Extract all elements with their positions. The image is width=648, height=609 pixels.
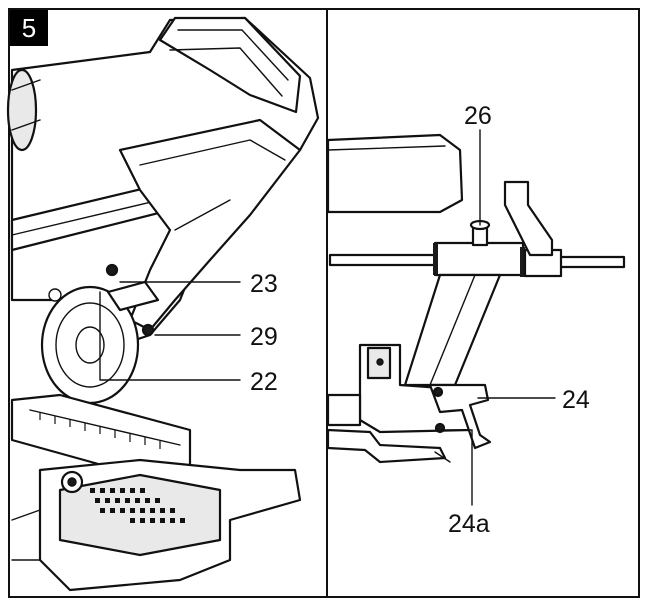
callout-22: 22 — [250, 368, 278, 396]
pivot-arm — [118, 118, 302, 332]
carry-handle — [158, 16, 302, 114]
leader-22 — [99, 291, 241, 381]
leader-24a — [439, 429, 473, 506]
rear-rail — [328, 253, 440, 267]
motor-end — [6, 68, 38, 152]
upright-bracket — [503, 180, 554, 257]
bevel-lock-knob — [106, 280, 160, 312]
scale-ticks — [39, 412, 161, 449]
clamp-lever-24 — [428, 383, 492, 450]
mitre-scale — [10, 393, 192, 472]
callout-24a: 24a — [448, 510, 490, 538]
callout-29: 29 — [250, 323, 278, 351]
figure-number: 5 — [22, 13, 36, 43]
figure-number-badge — [10, 10, 48, 46]
clamp-plate — [326, 393, 362, 427]
right-panel-side-view — [326, 129, 626, 506]
upper-guard — [326, 133, 464, 214]
left-panel-saw-view — [6, 16, 320, 592]
callout-24: 24 — [562, 386, 590, 414]
rail-end — [558, 255, 626, 269]
figure-frame — [8, 8, 640, 598]
callout-26: 26 — [464, 102, 492, 130]
base-vent-housing — [58, 473, 222, 557]
vent-grille — [90, 488, 185, 523]
callout-23: 23 — [250, 270, 278, 298]
rail-clamp-block — [433, 241, 525, 277]
base-rail-lower — [326, 428, 447, 464]
